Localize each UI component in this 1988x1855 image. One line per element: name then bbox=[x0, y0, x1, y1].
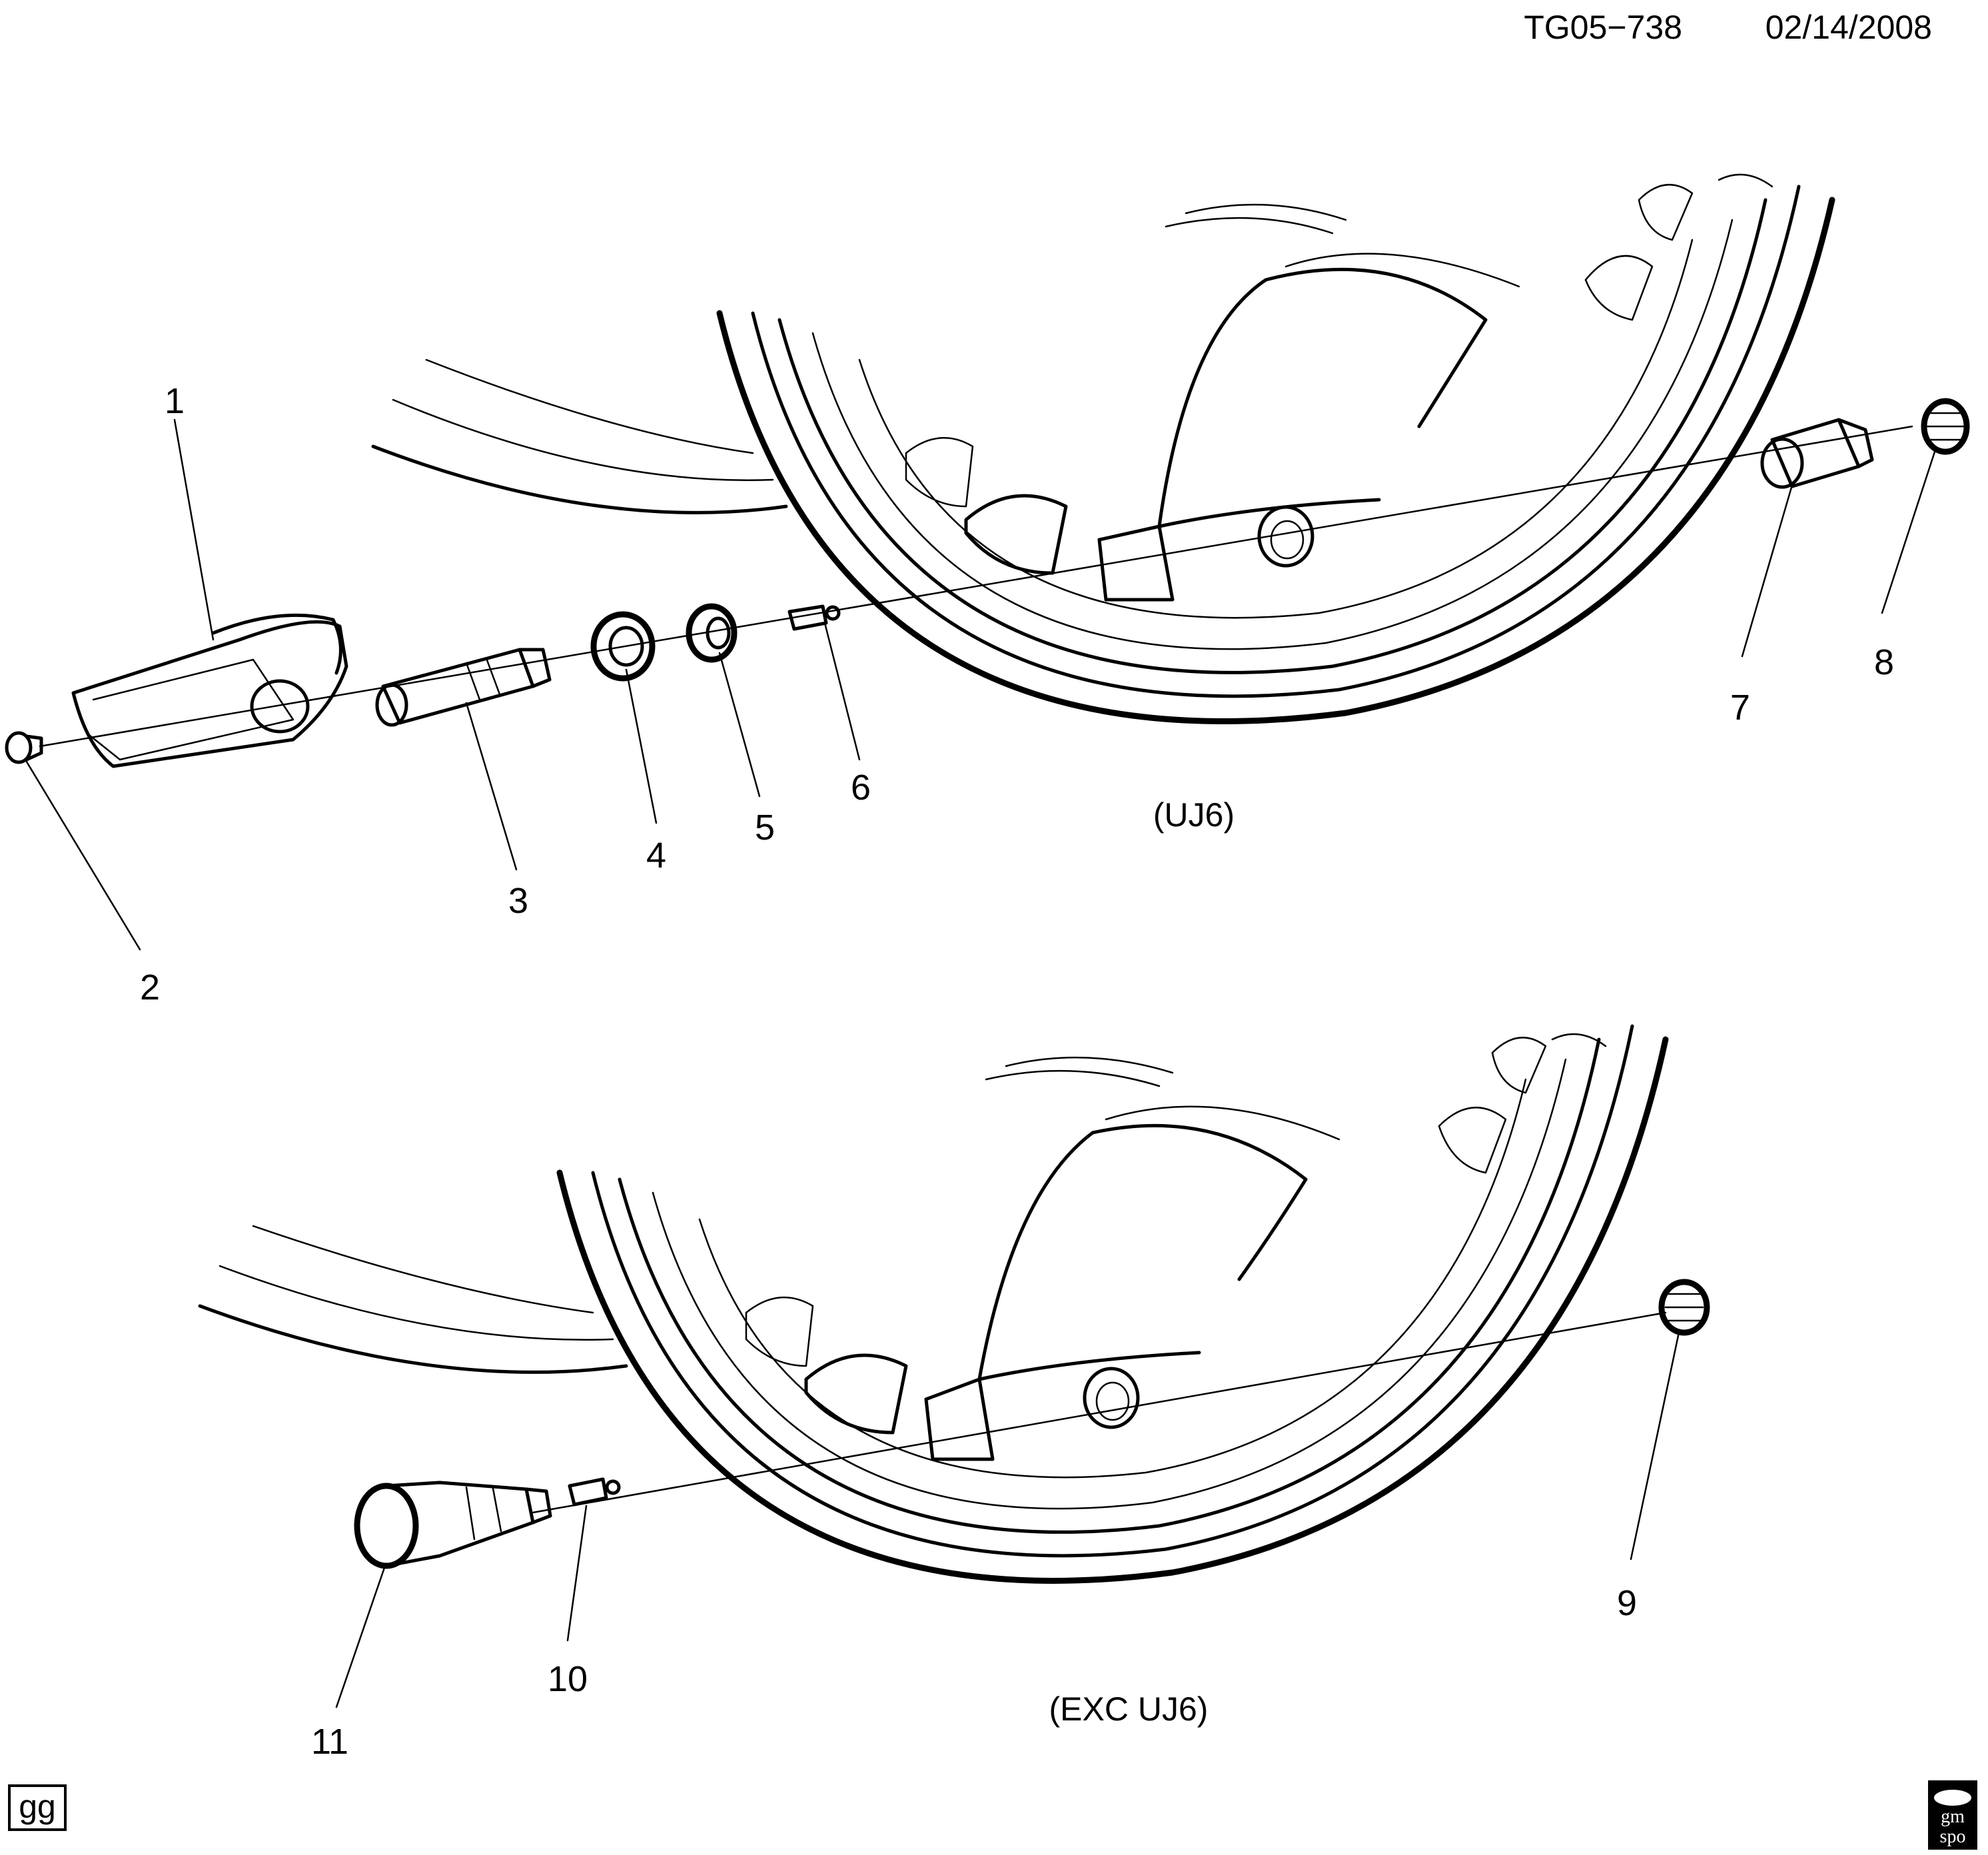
callout-7: 7 bbox=[1730, 688, 1750, 728]
callout-11: 11 bbox=[311, 1722, 348, 1762]
callout-8: 8 bbox=[1874, 642, 1894, 682]
wheel-rim-icon bbox=[371, 173, 1835, 724]
callout-1: 1 bbox=[165, 381, 185, 421]
seal-washer-icon bbox=[590, 611, 656, 682]
wheel-rim-icon bbox=[198, 1024, 1669, 1584]
callout-5: 5 bbox=[755, 808, 775, 848]
valve-stem-icon bbox=[354, 1481, 552, 1569]
upper-leader-lines bbox=[24, 418, 1937, 951]
diagram-date: 02/14/2008 bbox=[1765, 9, 1932, 46]
callout-10: 10 bbox=[548, 1659, 588, 1699]
svg-text:gm: gm bbox=[1941, 1806, 1965, 1827]
illustrator-badge: gg bbox=[8, 1784, 67, 1831]
valve-cap-icon bbox=[1658, 1279, 1710, 1336]
upper-caption: (UJ6) bbox=[1153, 796, 1235, 834]
callout-4: 4 bbox=[646, 836, 666, 876]
svg-text:gg: gg bbox=[19, 1788, 56, 1825]
diagram-id: TG05−738 bbox=[1524, 9, 1682, 46]
valve-stem-icon bbox=[375, 648, 552, 727]
valve-core-icon bbox=[568, 1477, 621, 1507]
callout-6: 6 bbox=[851, 768, 871, 808]
callout-9: 9 bbox=[1617, 1583, 1637, 1623]
sensor-screw-icon bbox=[5, 731, 43, 764]
svg-text:spo: spo bbox=[1940, 1826, 1966, 1847]
lower-leader-lines bbox=[335, 1331, 1680, 1708]
gmspo-logo-icon: gm spo bbox=[1928, 1780, 1977, 1850]
callout-2: 2 bbox=[140, 967, 160, 1007]
valve-nut-icon bbox=[1760, 418, 1874, 489]
valve-cap-icon bbox=[1921, 398, 1970, 455]
valve-core-icon bbox=[787, 604, 841, 631]
grommet-icon bbox=[686, 603, 738, 663]
lower-caption: (EXC UJ6) bbox=[1049, 1690, 1209, 1728]
tire-pressure-sensor-icon bbox=[71, 613, 348, 768]
callout-3: 3 bbox=[508, 881, 528, 921]
